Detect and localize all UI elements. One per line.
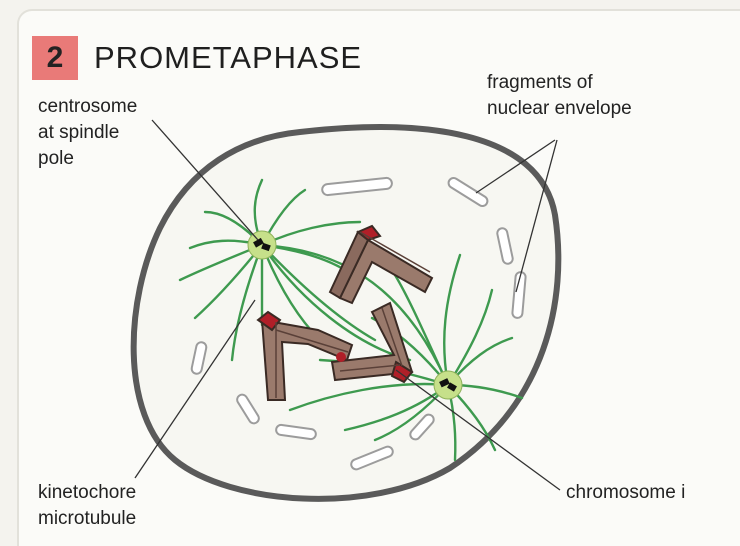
centrosome-upper [247, 230, 277, 260]
fragments-leader [515, 139, 558, 293]
centrosome-lower [433, 370, 463, 400]
chromosome [256, 310, 354, 401]
envelope-fragment [236, 393, 260, 425]
microtubule [443, 253, 462, 387]
fragments-leader [475, 139, 556, 194]
centrosome-leader [151, 119, 259, 241]
step-number-badge: 2 [32, 36, 78, 80]
chromosome [328, 224, 434, 305]
envelope-fragment [275, 423, 317, 441]
chromosome-label: chromosome i [566, 482, 686, 503]
nuclear-envelope-fragments-label: fragments of nuclear envelope [487, 72, 632, 119]
diagram-title: PROMETAPHASE [94, 40, 363, 75]
chromosome-leader [395, 369, 561, 491]
microtubule [393, 273, 450, 387]
microtubule [260, 243, 412, 362]
centrosome-label: centrosome at spindle pole [38, 96, 138, 169]
envelope-fragment [190, 341, 208, 375]
envelope-fragment [350, 445, 394, 471]
chromosome [330, 301, 414, 384]
envelope-fragment [321, 176, 393, 197]
microtubule [260, 243, 377, 342]
envelope-fragment [409, 413, 435, 441]
leader-lines [134, 119, 561, 491]
centrosomes [247, 230, 463, 400]
kinetochore-leader [134, 299, 256, 479]
envelope-fragment [447, 176, 489, 208]
envelope-fragment [496, 227, 514, 265]
microtubule [288, 382, 450, 412]
kinetochore-microtubule-label: kinetochore microtubule [38, 482, 137, 529]
microtubule [230, 243, 264, 362]
chromosomes [256, 224, 434, 401]
